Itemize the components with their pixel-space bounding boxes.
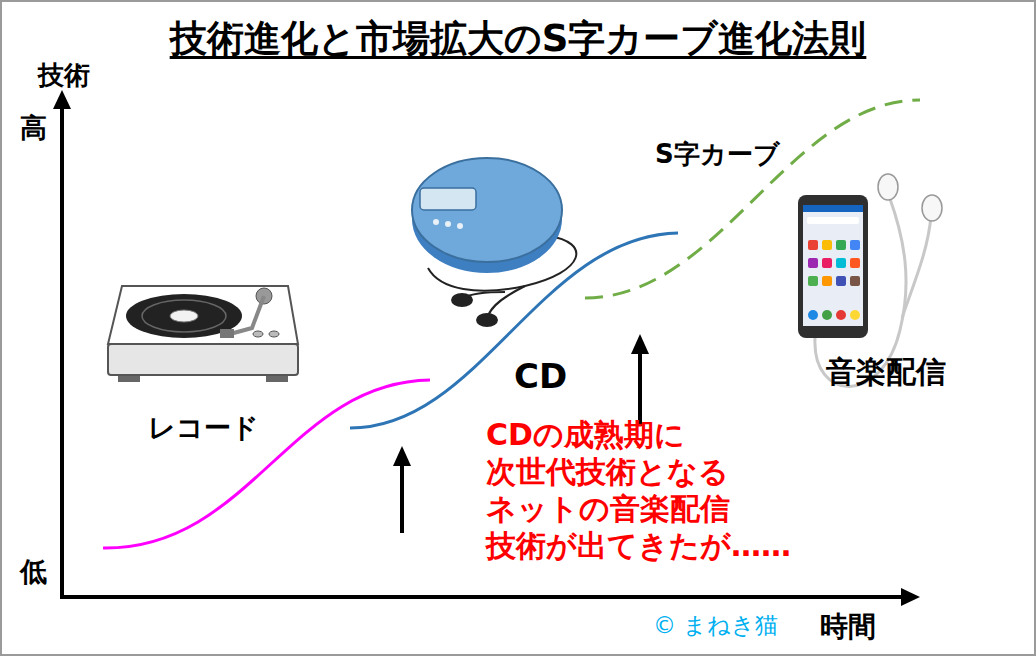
y-axis-arrowhead (53, 90, 71, 109)
dock-icon (808, 310, 818, 320)
cd-player-display (420, 188, 476, 210)
phone-search-bar (807, 217, 859, 224)
app-icon (850, 258, 860, 268)
earphone-cable (902, 216, 931, 318)
cd-player-button (445, 221, 451, 227)
axis-high-label: 高 (20, 110, 47, 146)
curve-label: S字カーブ (655, 137, 780, 172)
earphone-cable (488, 286, 525, 316)
turntable-illustration (108, 286, 298, 382)
app-icon (808, 240, 818, 250)
cd-player-lid (412, 158, 562, 262)
app-icon (808, 258, 818, 268)
app-icon (836, 258, 846, 268)
tonearm (230, 296, 264, 334)
x-axis (60, 595, 904, 599)
earbud (922, 195, 942, 221)
record-s-curve (103, 380, 430, 548)
app-icon (822, 258, 832, 268)
dock-icon (836, 310, 846, 320)
record-label (170, 310, 198, 322)
dock-icon (850, 310, 860, 320)
chart-title: 技術進化と市場拡大のS字カーブ進化法則 (0, 14, 1036, 64)
axis-title: 時間 (820, 608, 876, 646)
axis-title: 技術 (38, 58, 90, 93)
dock-icon (822, 310, 832, 320)
annotation-note: CDの成熟期に 次世代技術となる ネットの音楽配信 技術が出てきたが…… (486, 416, 831, 564)
copyright-watermark: © まねき猫 (653, 610, 778, 641)
app-icon (850, 240, 860, 250)
app-icon (822, 276, 832, 286)
vinyl-record (126, 294, 242, 338)
phone-status-bar (803, 205, 863, 212)
phone-body (798, 195, 868, 338)
earbud (878, 174, 898, 200)
technology-label: 音楽配信 (826, 352, 946, 393)
tonearm-head (220, 329, 234, 338)
pointer-arrowhead (393, 446, 411, 466)
turntable-base (108, 344, 298, 375)
phone-screen (803, 205, 863, 326)
turntable-knob (269, 331, 279, 337)
turntable-knob (253, 331, 263, 337)
app-icon (822, 240, 832, 250)
x-axis-arrowhead (901, 588, 920, 606)
pointer-arrowhead (631, 334, 649, 354)
cd-player-button (433, 219, 439, 225)
pointer-arrow (638, 350, 642, 426)
cd-player-button (457, 223, 463, 229)
app-icon (808, 276, 818, 286)
axis-low-label: 低 (20, 554, 47, 590)
app-icon (836, 276, 846, 286)
y-axis (60, 104, 64, 598)
app-icon (850, 276, 860, 286)
cd-player-illustration (412, 158, 576, 327)
streaming-s-curve (585, 100, 920, 298)
technology-label: レコード (148, 410, 259, 446)
app-icon (836, 240, 846, 250)
turntable-top (108, 286, 298, 344)
record-groove (142, 300, 226, 332)
pointer-arrow (400, 462, 404, 533)
technology-label: CD (514, 356, 567, 396)
earbud (451, 293, 473, 307)
earbud (476, 313, 498, 327)
